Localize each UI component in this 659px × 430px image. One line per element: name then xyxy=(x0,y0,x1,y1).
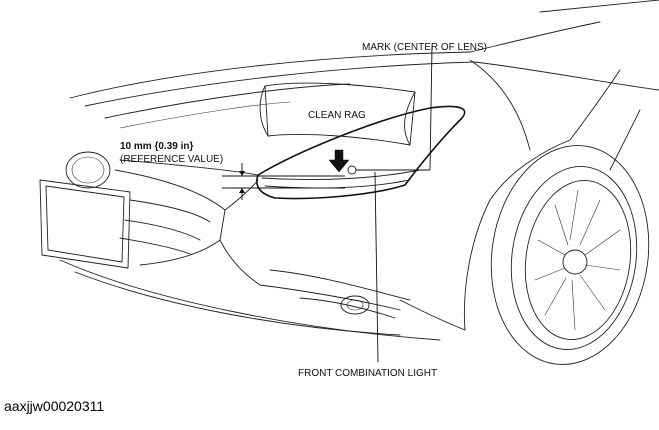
clean-rag xyxy=(259,82,416,146)
wheel-spokes xyxy=(534,189,621,331)
measure-note-label: (REFERENCE VALUE) xyxy=(120,154,223,165)
measurement-arrows xyxy=(239,163,245,200)
measure-value-label: 10 mm {0.39 in} xyxy=(120,141,193,152)
fender xyxy=(463,59,641,331)
front-light-label: FRONT COMBINATION LIGHT xyxy=(298,368,437,379)
emblem xyxy=(65,151,111,189)
down-arrow xyxy=(328,149,350,173)
headlight xyxy=(256,105,466,200)
grille xyxy=(114,159,261,286)
fog-light xyxy=(340,295,370,315)
clean-rag-label: CLEAN RAG xyxy=(308,110,366,121)
lower-bumper xyxy=(59,259,466,341)
front-wheel xyxy=(490,145,650,365)
mark-label: MARK (CENTER OF LENS) xyxy=(362,42,487,53)
license-plate xyxy=(39,179,131,269)
leader-lines xyxy=(222,45,433,363)
figure-code: aaxjjw00020311 xyxy=(4,398,105,414)
hood-lines xyxy=(69,0,659,129)
